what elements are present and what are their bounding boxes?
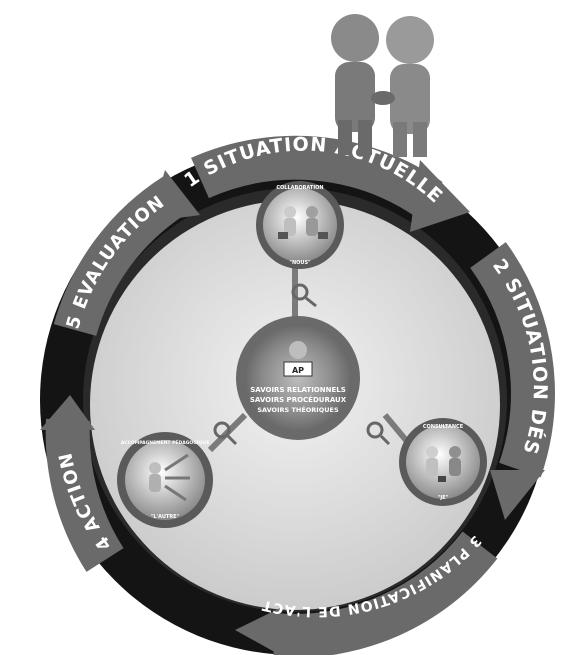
people-meeting-icon xyxy=(278,206,328,239)
arrowhead-1 xyxy=(410,160,470,232)
node-accompagnement-caption: "L'AUTRE" xyxy=(151,514,180,520)
handshake-figures-icon xyxy=(331,14,434,157)
node-consultance: CONSULTANCE "JE" xyxy=(399,418,487,506)
arrow-segment-1 xyxy=(191,135,443,219)
magnifier-icon xyxy=(213,421,238,446)
magnifier-icons xyxy=(213,283,391,446)
arrowhead-2 xyxy=(490,470,545,520)
center-node: AP SAVOIRS RELATIONNELS SAVOIRS PROCÉDUR… xyxy=(236,316,360,440)
magnifier-icon xyxy=(291,283,317,308)
node-consultance-caption: "JE" xyxy=(438,495,449,501)
center-line-2: SAVOIRS PROCÉDURAUX xyxy=(250,395,347,404)
node-collaboration: COLLABORATION "NOUS" xyxy=(256,181,344,269)
arrow-heads xyxy=(40,160,545,655)
node-collaboration-title: COLLABORATION xyxy=(276,185,323,191)
handshake-icon xyxy=(426,446,461,482)
center-line-1: SAVOIRS RELATIONNELS xyxy=(250,386,346,394)
arrows-person-icon xyxy=(149,453,190,502)
arrowhead-4 xyxy=(40,395,95,430)
magnifier-icon xyxy=(366,421,391,446)
arrow-segment-3 xyxy=(273,531,498,655)
person-with-sign-icon xyxy=(283,341,313,377)
node-consultance-title: CONSULTANCE xyxy=(423,424,464,430)
node-accompagnement-title: ACCOMPAGNEMENT PÉDAGOGIQUE xyxy=(121,438,209,446)
center-line-3: SAVOIRS THÉORIQUES xyxy=(257,405,339,414)
node-accompagnement: ACCOMPAGNEMENT PÉDAGOGIQUE "L'AUTRE" xyxy=(117,432,213,528)
node-collaboration-caption: "NOUS" xyxy=(289,260,311,266)
arrowhead-5 xyxy=(150,170,200,222)
center-badge: AP xyxy=(292,366,304,375)
arrowhead-3 xyxy=(235,608,280,655)
arrow-segment-4 xyxy=(45,418,124,572)
arrow-segment-2 xyxy=(469,242,555,478)
